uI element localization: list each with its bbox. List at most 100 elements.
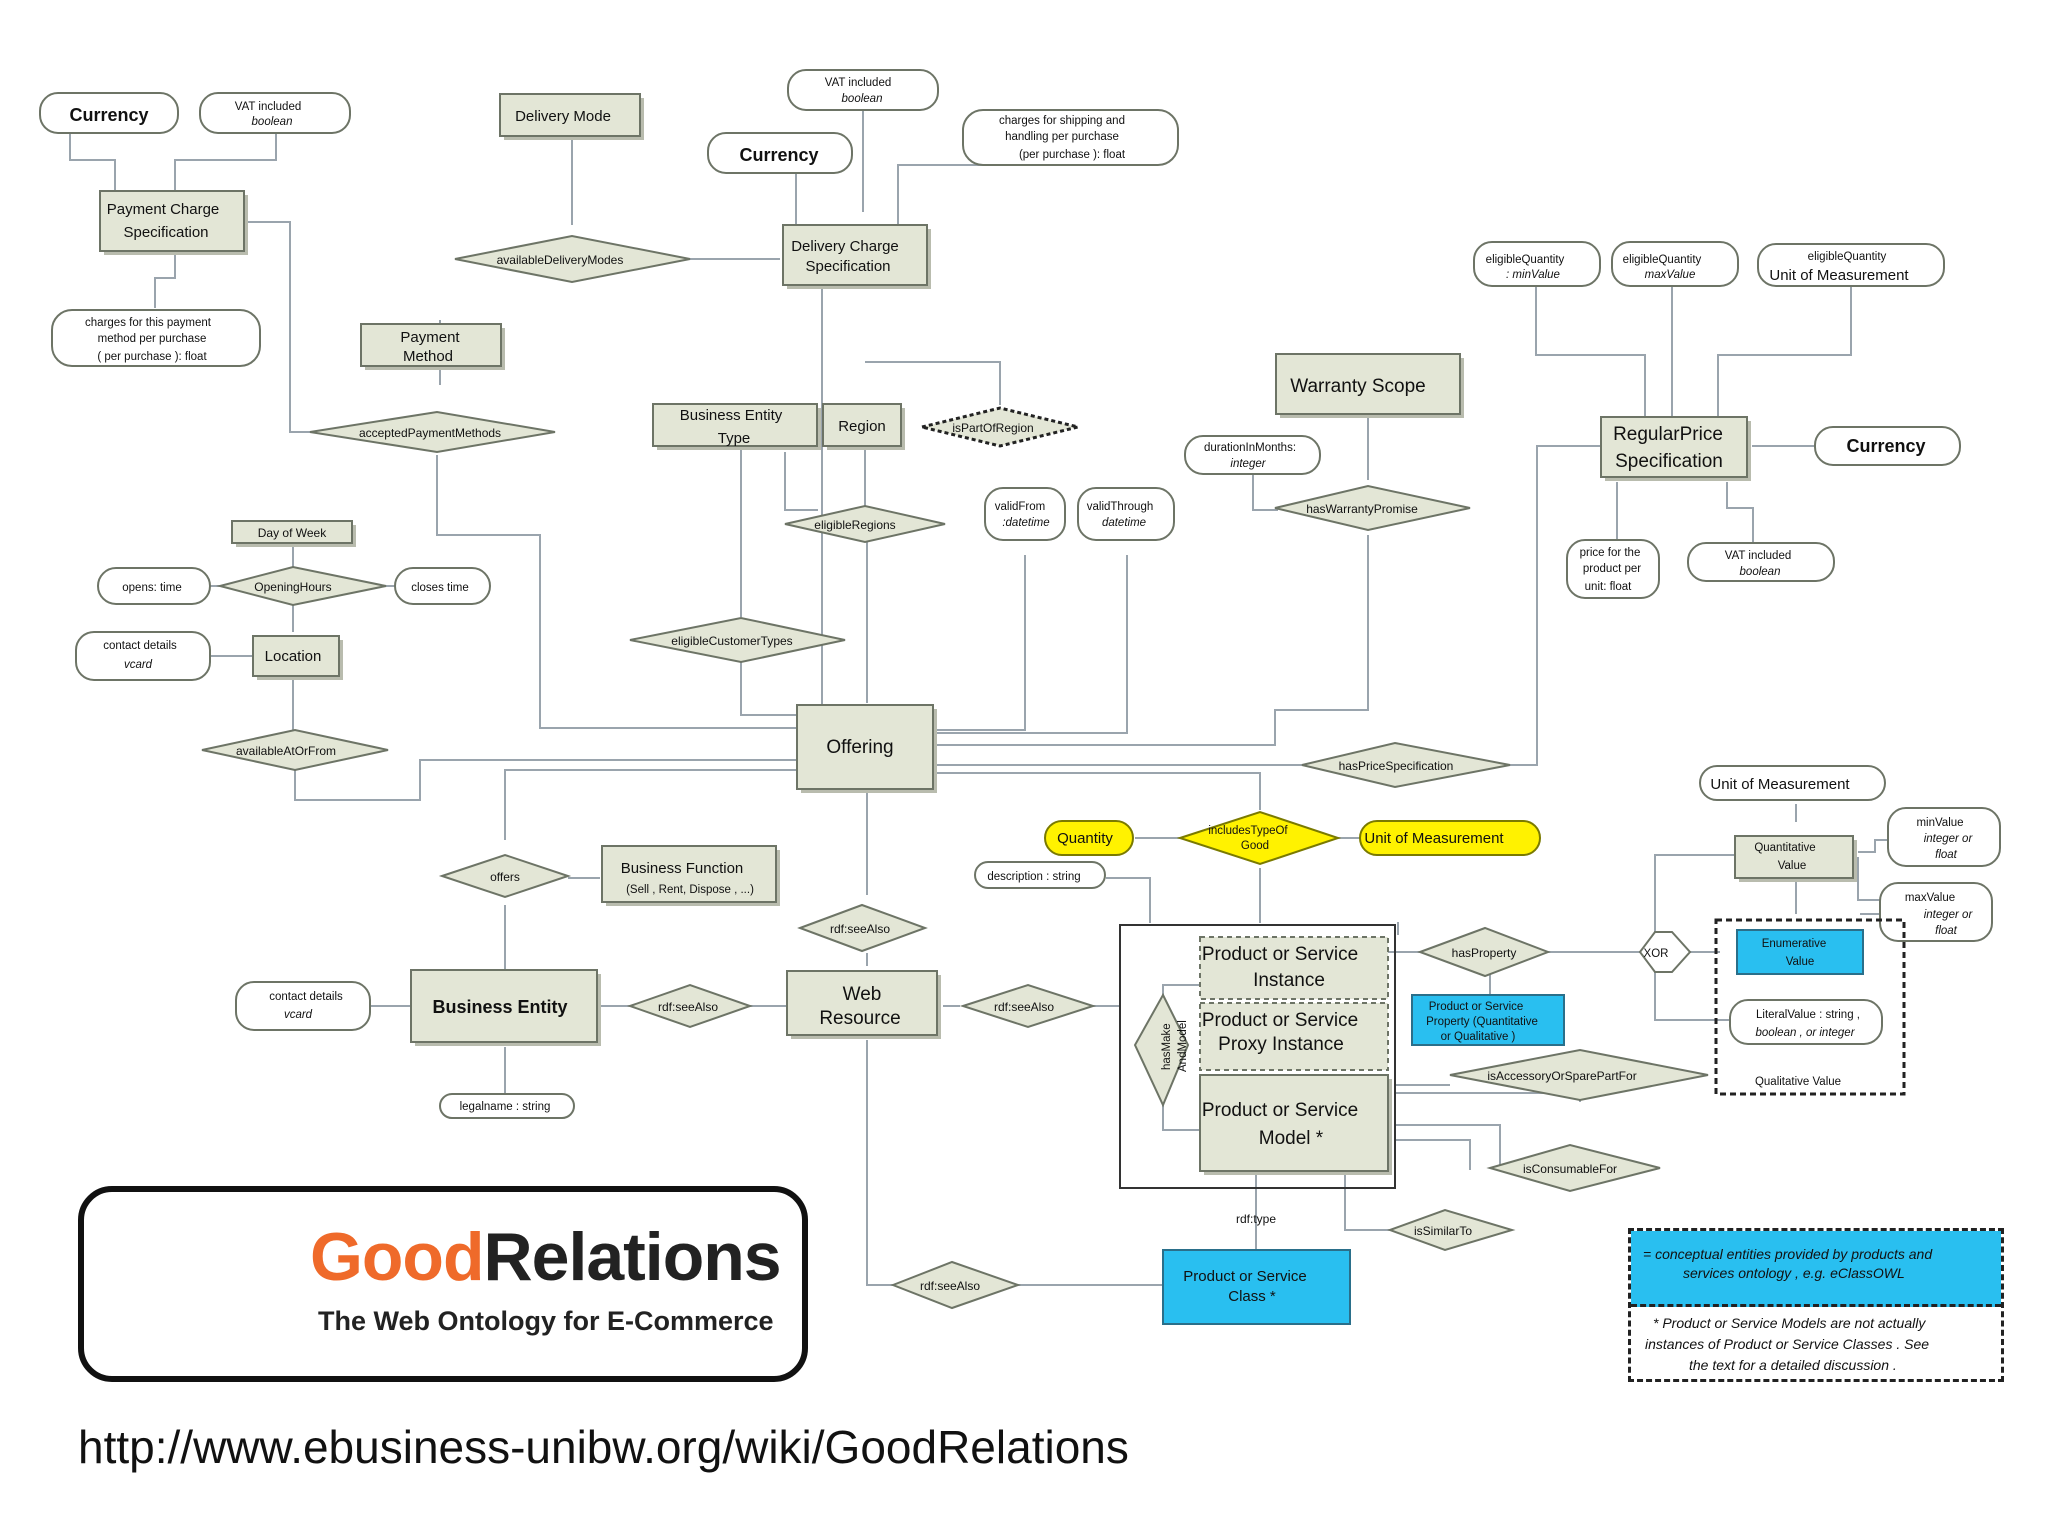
svg-text:: minValue: : minValue	[1506, 269, 1560, 281]
svg-text:opens: time: opens: time	[122, 582, 181, 594]
svg-text:rdf:seeAlso: rdf:seeAlso	[920, 1279, 980, 1293]
svg-text:Product or Service: Product or Service	[1429, 1001, 1524, 1013]
svg-text:Business Entity: Business Entity	[680, 407, 783, 424]
regular-price-spec-entity: RegularPrice Specification	[1600, 416, 1751, 481]
svg-text:isSimilarTo: isSimilarTo	[1414, 1224, 1472, 1238]
day-of-week-entity: Day of Week	[231, 520, 356, 547]
accepted-payment-methods-relation: acceptedPaymentMethods	[309, 410, 556, 454]
has-price-specification-relation: hasPriceSpecification	[1301, 741, 1511, 789]
product-model-entity[interactable]: Product or Service Model *	[1199, 1074, 1392, 1175]
svg-text:Unit of Measurement: Unit of Measurement	[1364, 830, 1504, 847]
is-accessory-relation: isAccessoryOrSparePartFor	[1449, 1048, 1709, 1102]
svg-text:integer or: integer or	[1924, 833, 1974, 845]
svg-text:hasMake: hasMake	[1161, 1023, 1173, 1070]
includes-type-of-good-relation: includesTypeOf Good	[1176, 810, 1342, 866]
eligible-regions-relation: eligibleRegions	[784, 504, 946, 544]
svg-text:Type: Type	[718, 430, 751, 447]
svg-text:durationInMonths:: durationInMonths:	[1204, 442, 1296, 454]
svg-text:Property (Quantitative: Property (Quantitative	[1426, 1016, 1538, 1028]
charges-payment-attr: charges for this payment method per purc…	[51, 309, 261, 367]
rdf-type-label: rdf:type	[1236, 1212, 1276, 1226]
charges-shipping-attr: charges for shipping and handling per pu…	[962, 109, 1179, 166]
svg-text:unit: float: unit: float	[1585, 581, 1632, 593]
svg-text:eligibleRegions: eligibleRegions	[814, 518, 895, 532]
warranty-scope-entity: Warranty Scope	[1275, 353, 1464, 418]
svg-text:Quantity: Quantity	[1057, 830, 1113, 847]
svg-text:includesTypeOf: includesTypeOf	[1208, 825, 1288, 837]
product-property-cyan-entity: Product or Service Property (Quantitativ…	[1411, 994, 1565, 1046]
is-similar-to-relation: isSimilarTo	[1387, 1208, 1516, 1252]
eligible-quantity-max-attr: eligibleQuantity maxValue	[1611, 241, 1739, 287]
svg-text:Proxy Instance: Proxy Instance	[1218, 1034, 1344, 1055]
has-property-relation: hasProperty	[1417, 926, 1551, 978]
web-resource-entity[interactable]: Web Resource	[786, 970, 941, 1039]
vat-included-attr-3: VAT included boolean	[1687, 542, 1835, 582]
svg-text:Value: Value	[1778, 860, 1807, 872]
goodrelations-logo-frame	[78, 1186, 808, 1382]
legend-box: = conceptual entities provided by produc…	[1628, 1228, 2004, 1382]
svg-text:Enumerative: Enumerative	[1762, 938, 1827, 950]
svg-text:product per: product per	[1583, 563, 1641, 575]
see-also-relation-1: rdf:seeAlso	[626, 983, 754, 1029]
svg-text:rdf:seeAlso: rdf:seeAlso	[994, 1000, 1054, 1014]
svg-text:boolean: boolean	[252, 116, 293, 128]
available-at-or-from-relation: availableAtOrFrom	[201, 728, 389, 772]
is-part-of-region-relation: isPartOfRegion	[921, 406, 1079, 448]
see-also-relation-3: rdf:seeAlso	[959, 983, 1097, 1029]
svg-text:Business Function: Business Function	[621, 860, 744, 877]
svg-text:isPartOfRegion: isPartOfRegion	[952, 421, 1033, 435]
legend-footnote: * Product or Service Models are not actu…	[1631, 1313, 2001, 1376]
description-attr: description : string	[974, 861, 1106, 889]
svg-text:Warranty Scope: Warranty Scope	[1290, 376, 1426, 397]
svg-text:vcard: vcard	[284, 1009, 313, 1021]
currency-attr-3: Currency	[1814, 426, 1961, 466]
svg-text:Product or Service: Product or Service	[1202, 1010, 1358, 1031]
svg-text:validFrom: validFrom	[995, 501, 1045, 513]
svg-text:AndModel: AndModel	[1177, 1020, 1189, 1072]
svg-text:vcard: vcard	[124, 659, 153, 671]
product-container-frame	[1119, 924, 1396, 1189]
svg-text:validThrough: validThrough	[1087, 501, 1153, 513]
svg-text:Qualitative Value: Qualitative Value	[1755, 1076, 1841, 1088]
svg-text:Currency: Currency	[739, 145, 818, 165]
svg-text:Good: Good	[1241, 840, 1269, 852]
svg-text:Offering: Offering	[826, 737, 893, 758]
svg-text:Unit of Measurement: Unit of Measurement	[1710, 776, 1850, 793]
has-warranty-promise-relation: hasWarrantyPromise	[1274, 484, 1471, 532]
offers-relation: offers	[438, 853, 572, 899]
is-consumable-for-relation: isConsumableFor	[1486, 1143, 1661, 1193]
offering-entity[interactable]: Offering	[796, 704, 937, 793]
currency-attr-2: Currency	[707, 132, 853, 174]
svg-text:Specification: Specification	[1615, 451, 1723, 472]
svg-text:( per purchase ): float: ( per purchase ): float	[97, 351, 207, 363]
goodrelations-url-link[interactable]: http://www.ebusiness-unibw.org/wiki/Good…	[78, 1421, 1129, 1473]
svg-text:Currency: Currency	[69, 105, 148, 125]
logo-relations-word: Relations	[483, 1219, 782, 1295]
svg-text:RegularPrice: RegularPrice	[1613, 424, 1723, 445]
closes-attr: closes time	[394, 567, 491, 605]
min-value-attr: minValue integer or float	[1887, 807, 2001, 867]
svg-text:Specification: Specification	[805, 258, 890, 275]
svg-text:integer or: integer or	[1924, 909, 1974, 921]
product-class-cyan-entity[interactable]: Product or Service Class *	[1162, 1249, 1351, 1325]
business-function-entity: Business Function (Sell , Rent, Dispose …	[601, 845, 780, 906]
vat-included-attr-1: VAT included boolean	[199, 92, 351, 134]
svg-text:availableAtOrFrom: availableAtOrFrom	[236, 744, 336, 758]
svg-text:method per purchase: method per purchase	[98, 333, 207, 345]
legend-line-1: = conceptual entities provided by produc…	[1643, 1246, 1933, 1262]
legal-name-attr: legalname : string	[439, 1093, 575, 1119]
svg-text:isConsumableFor: isConsumableFor	[1523, 1162, 1617, 1176]
svg-text:float: float	[1935, 925, 1958, 937]
svg-text:(per purchase ): float: (per purchase ): float	[1019, 149, 1126, 161]
svg-text:isAccessoryOrSparePartFor: isAccessoryOrSparePartFor	[1487, 1069, 1636, 1083]
svg-text:Method: Method	[403, 348, 453, 365]
svg-text:OpeningHours: OpeningHours	[254, 580, 331, 594]
svg-text:charges for this payment: charges for this payment	[85, 317, 212, 329]
unit-of-measurement-attr-right: Unit of Measurement	[1699, 765, 1886, 801]
business-entity-entity[interactable]: Business Entity	[410, 969, 601, 1046]
svg-text:eligibleCustomerTypes: eligibleCustomerTypes	[671, 634, 792, 648]
svg-text:hasProperty: hasProperty	[1452, 946, 1517, 960]
svg-text:hasWarrantyPromise: hasWarrantyPromise	[1306, 502, 1418, 516]
contact-details-attr-1: contact details vcard	[75, 631, 211, 681]
